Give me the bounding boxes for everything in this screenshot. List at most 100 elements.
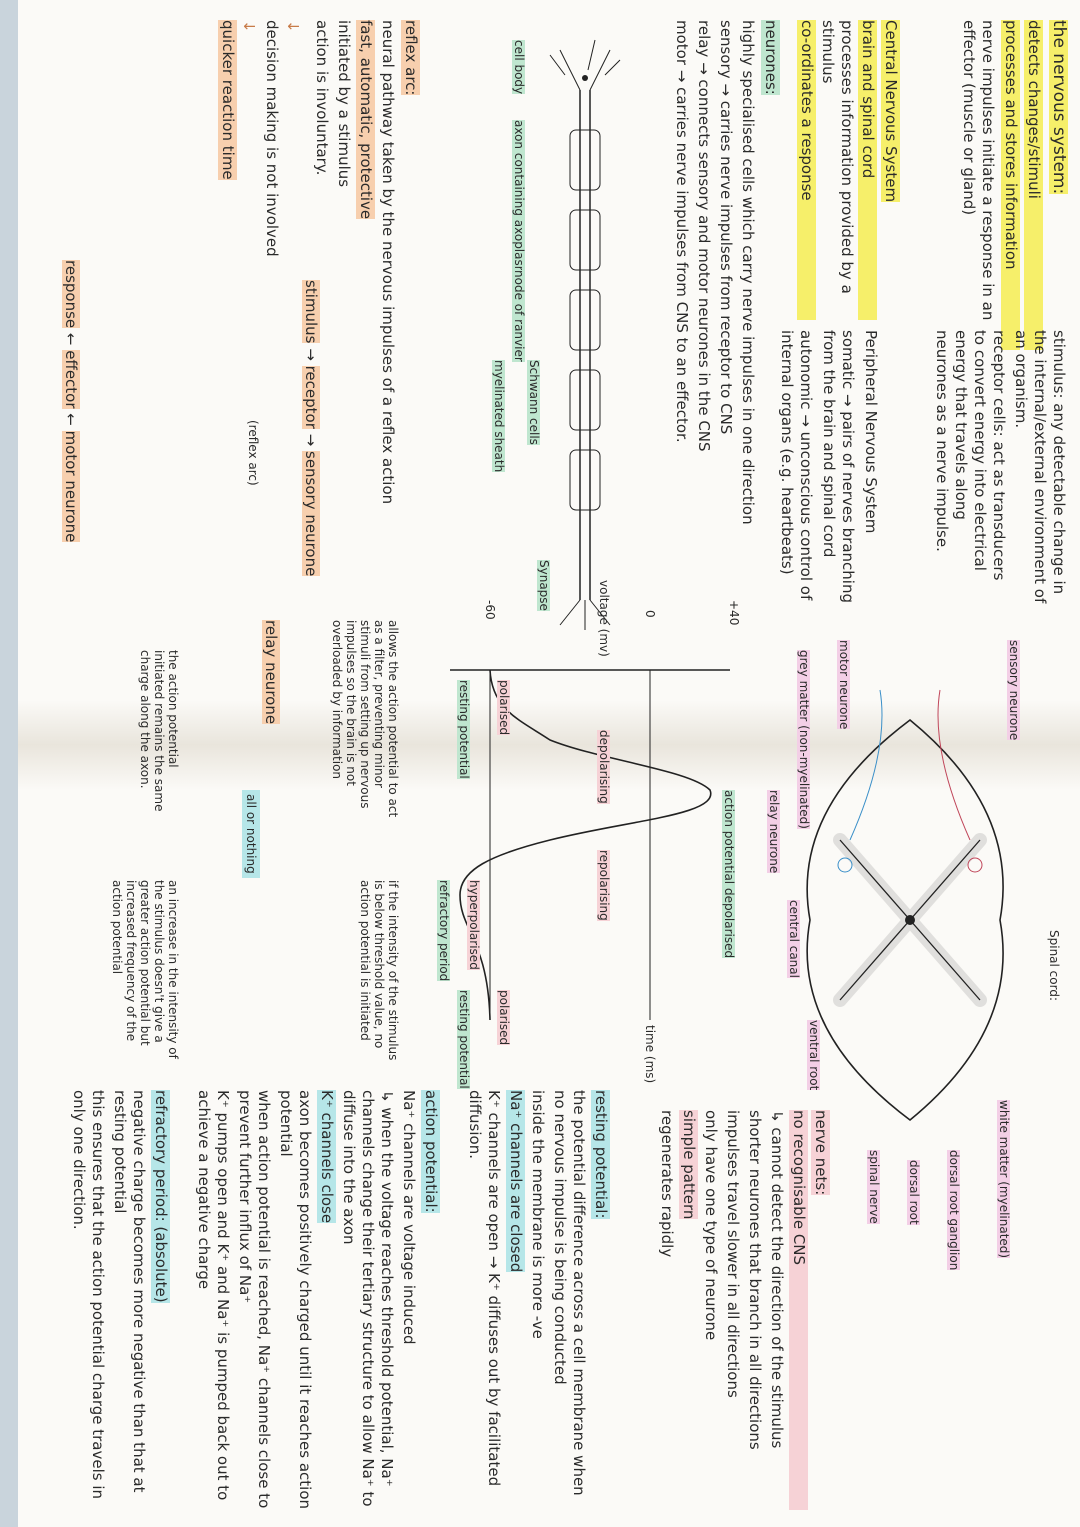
label-motor-neurone: motor neurone <box>837 640 851 730</box>
reflex-title: reflex arc: <box>401 20 420 96</box>
neurones-point: relay → connects sensory and motor neuro… <box>695 20 713 452</box>
all-or-nothing-center: all or nothing <box>242 790 260 878</box>
spinal-cord-diagram <box>806 689 1004 1122</box>
label-schwann-cells: Schwann cells <box>527 360 541 445</box>
flow-sensory: sensory neurone <box>302 451 320 577</box>
nerve-nets-point: no recognisable CNS <box>789 1110 808 1510</box>
annot-depolarising: depolarising <box>597 730 611 804</box>
nerve-nets-point: regenerates rapidly <box>658 1110 676 1258</box>
reflex-flow: stimulus → receptor → sensory neurone <box>302 280 320 577</box>
flow-response: response <box>62 260 80 329</box>
action-point: axon becomes positively charged until it… <box>277 1090 314 1510</box>
cns-point: brain and spinal cord <box>858 20 877 320</box>
annot-polarised: polarised <box>497 680 511 736</box>
y-tick-40: +40 <box>727 600 741 626</box>
pns-point: autonomic → unconscious control of inter… <box>778 330 815 601</box>
refractory-title: refractory period: (absolute) <box>151 1090 170 1303</box>
annot-resting: resting potential <box>457 680 471 779</box>
resting-point: Na⁺ channels are closed <box>506 1090 525 1273</box>
y-axis-label: voltage (mv) <box>597 580 611 657</box>
label-sensory-neurone: sensory neurone <box>1007 640 1021 741</box>
nervous-point: processes and stores information <box>1001 20 1020 350</box>
cns-point: co-ordinates a response <box>797 20 816 320</box>
refractory-section: refractory period: (absolute) negative c… <box>69 1090 170 1510</box>
arrow-icon: ↓ <box>240 20 258 33</box>
label-dorsal-root: dorsal root <box>907 1160 921 1225</box>
action-potential-section: action potential: Na⁺ channels are volta… <box>194 1090 440 1510</box>
all-or-nothing-threshold: if the intensity of the stimulus is belo… <box>358 880 400 1061</box>
all-or-nothing-increase: an increase in the intensity of the stim… <box>110 880 180 1059</box>
resting-point: K⁺ channels are open → K⁺ diffuses out b… <box>466 1090 503 1487</box>
action-point: Na⁺ channels are voltage induced <box>400 1090 418 1345</box>
arrow-icon: ↓ <box>284 20 302 33</box>
action-title: action potential: <box>421 1090 440 1213</box>
refractory-point: this ensures that the action potential c… <box>70 1090 107 1500</box>
action-point: K⁺ pumps open and K⁺ and Na⁺ is pumped b… <box>195 1090 232 1501</box>
reflex-chain: decision making is not involved <box>263 20 281 257</box>
annot-polarised-2: polarised <box>497 990 511 1046</box>
label-node-of-ranvier: node of ranvier <box>512 270 526 362</box>
neurones-section: neurones: highly specialised cells which… <box>672 20 780 660</box>
flow-effector: effector <box>62 350 80 409</box>
reflex-point: action is involuntary. <box>313 20 331 176</box>
x-axis-label: time (ms) <box>643 1025 657 1084</box>
resting-title: resting potential: <box>591 1090 610 1219</box>
label-axon: axon containing axoplasm <box>512 120 526 278</box>
label-spinal-nerve: spinal nerve <box>867 1150 881 1224</box>
stimulus-note: stimulus: any detectable change in the i… <box>1011 330 1068 620</box>
neurones-point: sensory → carries nerve impulses from re… <box>717 20 735 435</box>
neurones-title: neurones: <box>761 20 780 95</box>
nervous-point: detects changes/stimuli <box>1024 20 1043 350</box>
receptor-definition: receptor cells: act as transducers to co… <box>933 330 1008 581</box>
label-dorsal-root-ganglion: dorsal root ganglion <box>947 1150 961 1271</box>
neuron-diagram <box>549 39 621 630</box>
nervous-system-title: the nervous system: <box>1049 20 1069 195</box>
reflex-point: neural pathway taken by the nervous impu… <box>379 20 397 505</box>
annot-refractory: refractory period <box>437 880 451 982</box>
annot-hyperpolarised: hyperpolarised <box>467 880 481 970</box>
refractory-point: negative charge becomes more negative th… <box>111 1090 148 1493</box>
flow-motor: motor neurone <box>62 430 80 543</box>
label-central-canal: central canal <box>787 900 801 978</box>
annot-repolarising: repolarising <box>597 850 611 921</box>
label-ventral-root: ventral root <box>807 1020 821 1091</box>
resting-potential-section: resting potential: the potential differe… <box>465 1090 610 1510</box>
pns-point: somatic → pairs of nerves branching from… <box>820 330 857 603</box>
label-relay-neurone: relay neurone <box>767 790 781 874</box>
nervous-point: nerve impulses initiate a response in an… <box>960 20 997 321</box>
nerve-nets-title: nerve nets: <box>811 1110 830 1196</box>
reflex-point: initiated by a stimulus <box>335 20 353 188</box>
flow-stimulus: stimulus <box>302 280 320 344</box>
reflex-point: fast, automatic, protective <box>356 20 375 220</box>
annot-action-potential: action potential depolarised <box>722 790 736 959</box>
action-point: ↳ when the voltage reaches threshold pot… <box>340 1090 396 1507</box>
label-myelin-sheath: myelinated sheath <box>492 360 506 473</box>
label-cell-body: cell body <box>512 40 526 95</box>
resting-point: the potential difference across a cell m… <box>551 1090 588 1496</box>
nerve-nets-point: impulses travel slower in all directions <box>724 1110 742 1398</box>
flow-relay: relay neurone <box>261 620 280 725</box>
y-tick-0: 0 <box>643 610 657 618</box>
neurones-point: highly specialised cells which carry ner… <box>739 20 757 525</box>
nerve-nets-point: shorter neurones that branch in all dire… <box>746 1110 764 1450</box>
flow-receptor: receptor <box>302 365 320 429</box>
action-potential-graph <box>450 669 730 1021</box>
pns-section: Peripheral Nervous System somatic → pair… <box>777 330 880 630</box>
annot-resting-2: resting potential <box>457 990 471 1089</box>
resting-point: inside the membrane is more -ve <box>529 1090 547 1339</box>
reflex-caption: (reflex arc) <box>246 420 260 486</box>
page-edge <box>0 0 18 1527</box>
spinal-cord-title: Spinal cord: <box>1047 930 1061 1001</box>
label-synapse: Synapse <box>537 560 551 611</box>
all-or-nothing-filter: allows the action potential to act as a … <box>330 620 400 818</box>
cns-point: processes information provided by a stim… <box>819 20 856 294</box>
stimulus-definition: stimulus: any detectable change in the i… <box>1012 330 1068 604</box>
nerve-nets-point: ↳ cannot detect the direction of the sti… <box>768 1110 786 1449</box>
nerve-nets-section: nerve nets: no recognisable CNS ↳ cannot… <box>657 1110 830 1510</box>
all-or-nothing-same: the action potential initiated remains t… <box>138 650 180 812</box>
nerve-nets-point: simple pattern <box>679 1110 698 1220</box>
cns-title: Central Nervous System <box>881 20 900 203</box>
reflex-flow-bottom: response ← effector ← motor neurone <box>62 260 80 543</box>
reflex-chain: quicker reaction time <box>218 20 237 180</box>
